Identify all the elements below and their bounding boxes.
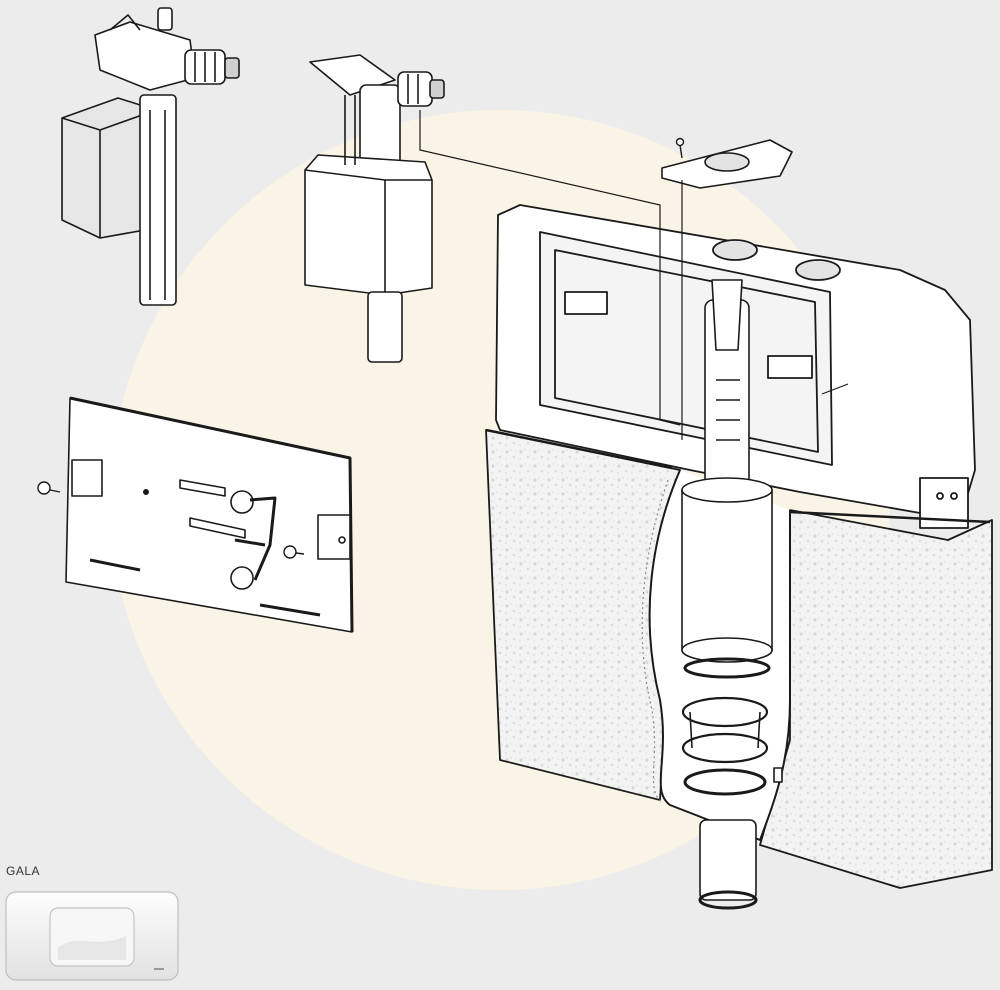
- flush-plate-gala: [5, 891, 179, 981]
- bottom-inlet-fill-valve: [304, 54, 445, 363]
- leader-lines: [419, 110, 849, 440]
- screw-icon: [283, 545, 305, 559]
- wave-icon: [58, 936, 126, 960]
- screw-icon: [37, 481, 61, 495]
- actuator-mounting-plate: [65, 396, 354, 633]
- screw-icon: [675, 137, 685, 159]
- side-inlet-fill-valve: [61, 7, 240, 306]
- flush-valve: [661, 139, 793, 910]
- flush-plate-model-label: GALA: [6, 864, 41, 878]
